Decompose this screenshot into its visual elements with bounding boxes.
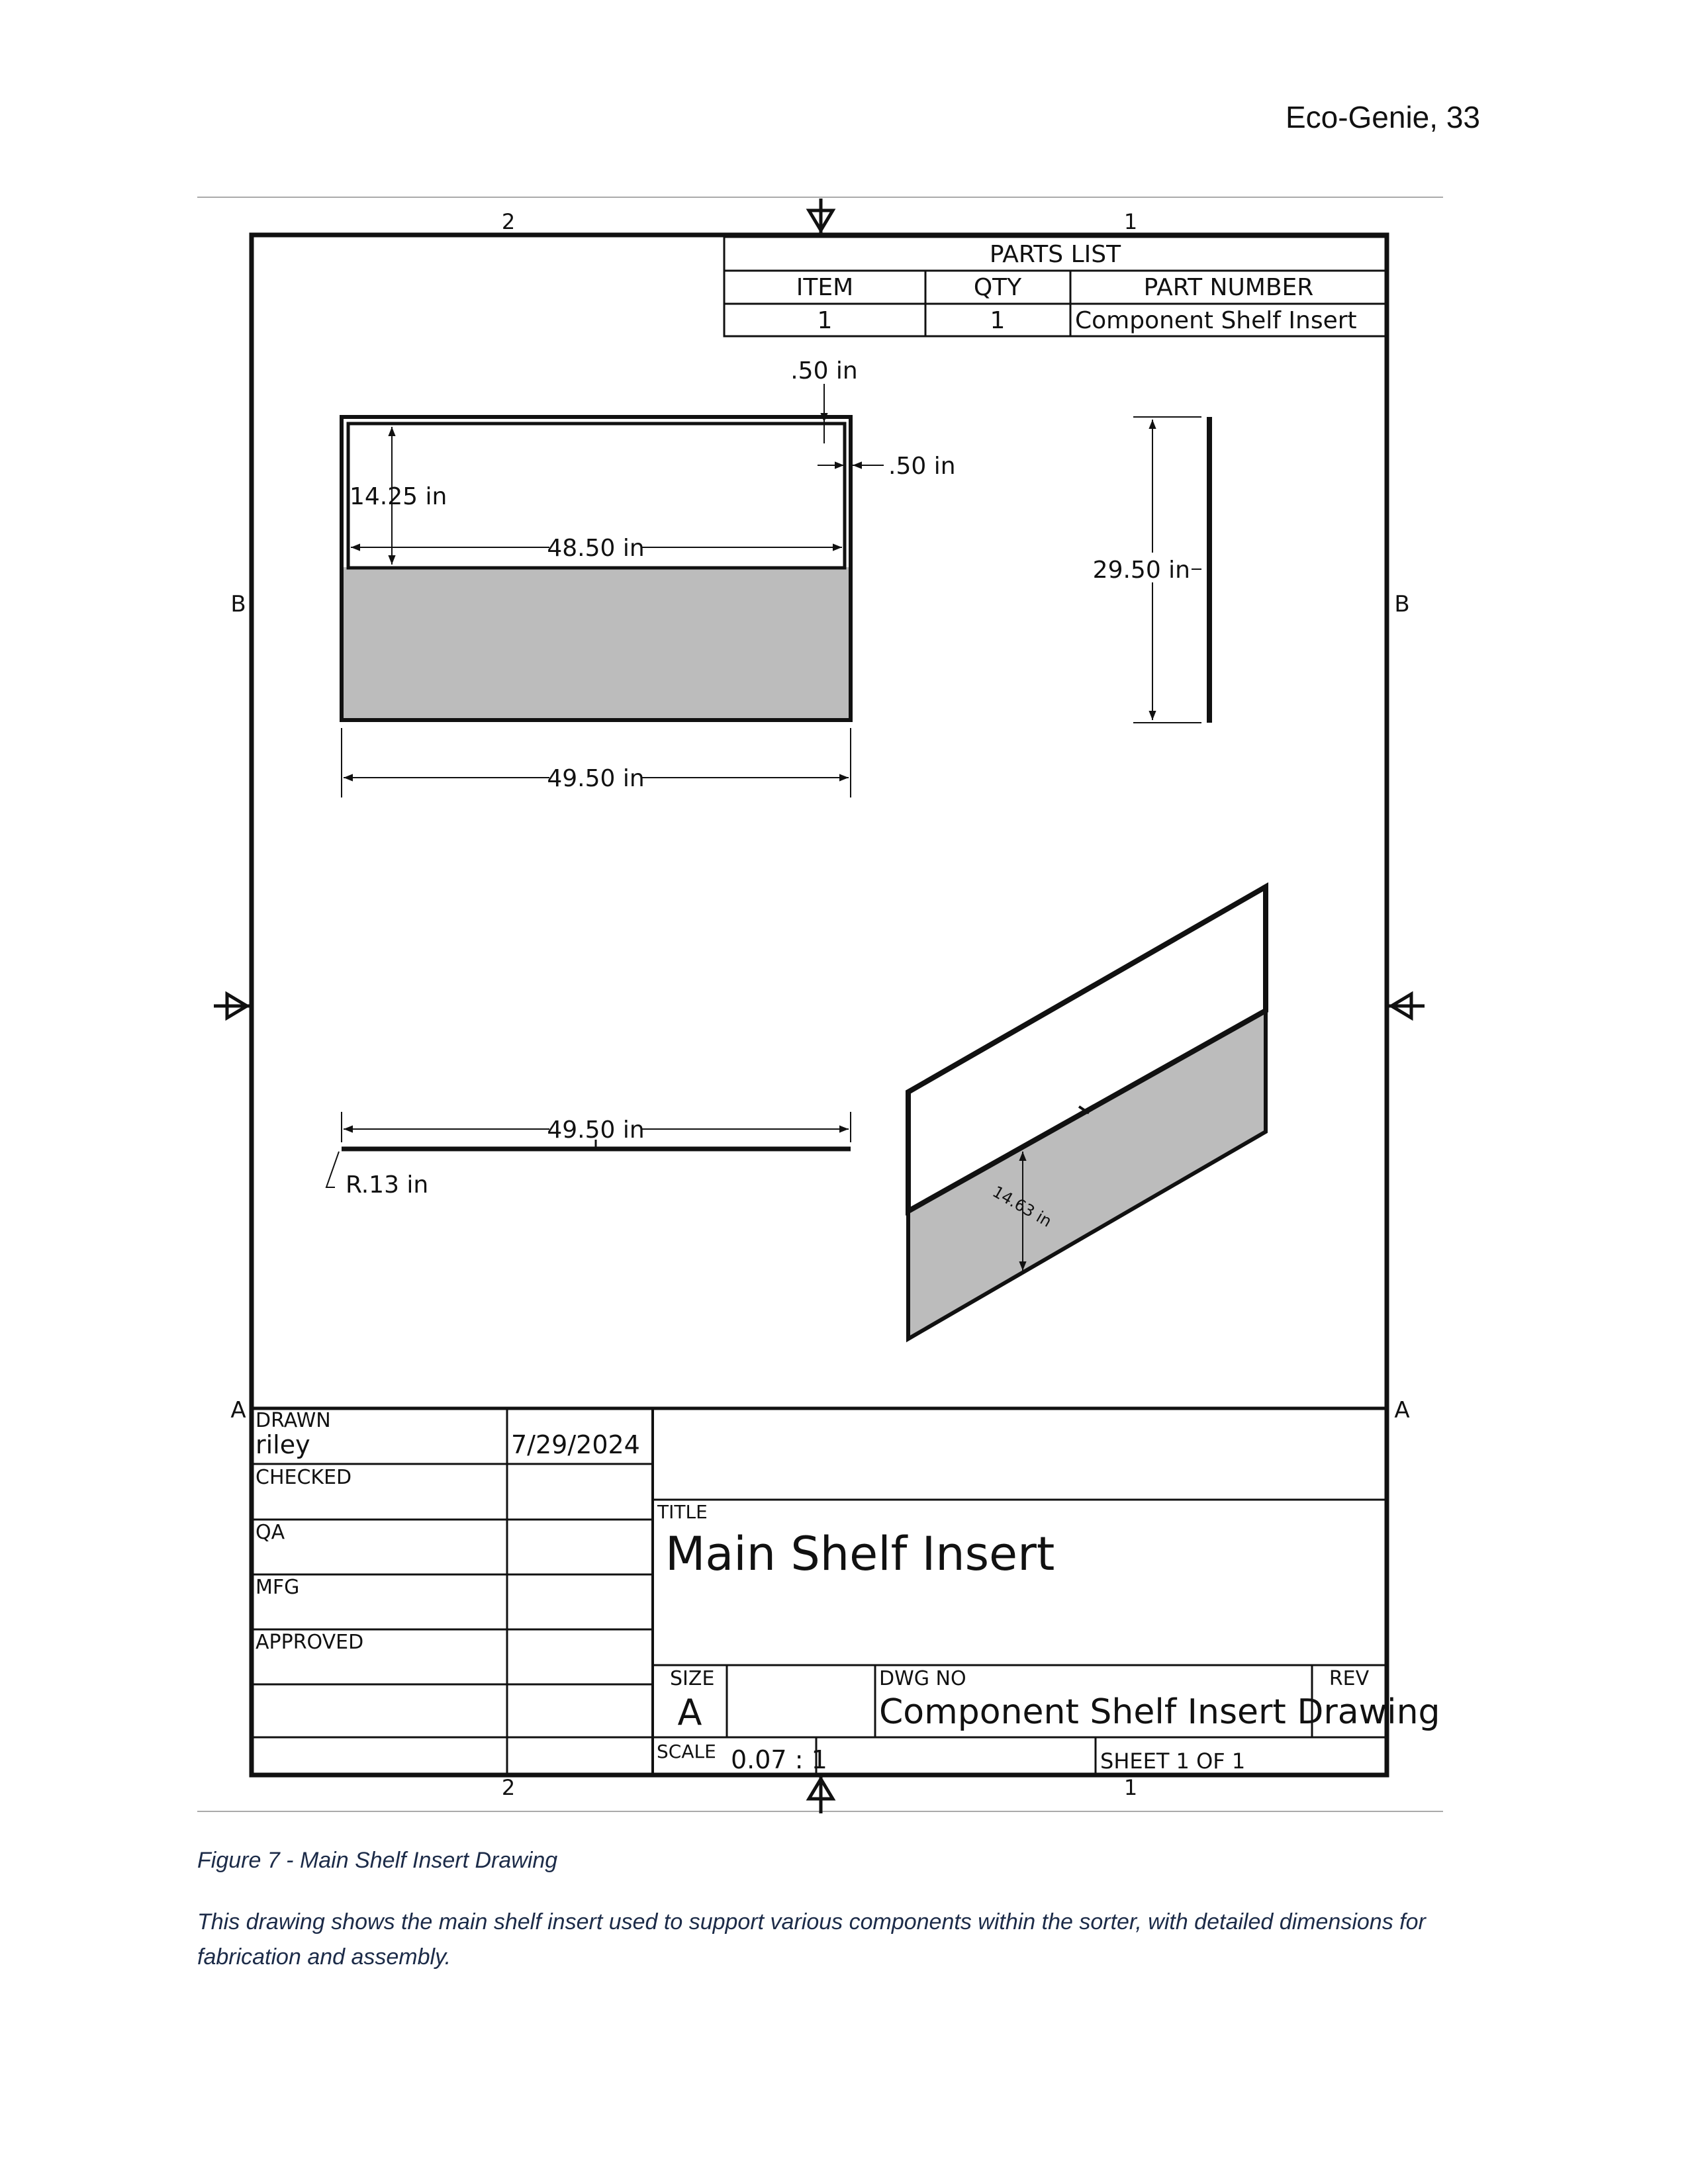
dwg-no-label: DWG NO: [879, 1667, 966, 1690]
size-label: SIZE: [670, 1667, 714, 1690]
zone-label-top-2: 2: [502, 209, 515, 234]
dim-radius: R.13 in: [346, 1171, 428, 1199]
bottom-view: 49.50 in R.13 in: [325, 1112, 851, 1199]
isometric-view: 14.63 in: [906, 882, 1268, 1343]
zone-label-bottom-1: 1: [1124, 1775, 1137, 1800]
rev-label: REV: [1329, 1667, 1370, 1690]
parts-list-header-part-number: PART NUMBER: [1144, 274, 1314, 301]
dim-overall-width: 49.50 in: [547, 765, 644, 792]
side-view: 29.50 in: [1093, 416, 1212, 723]
zone-label-left-a: A: [230, 1397, 246, 1424]
scale-label: SCALE: [657, 1741, 716, 1762]
center-mark-left: [214, 991, 250, 1021]
parts-list-cell-part-number: Component Shelf Insert: [1075, 307, 1357, 334]
parts-list-cell-item: 1: [818, 307, 833, 334]
dwg-no-value: Component Shelf Insert Drawing: [879, 1692, 1440, 1732]
drawn-label: DRAWN: [256, 1409, 331, 1432]
center-mark-bottom: [806, 1776, 836, 1813]
center-mark-right: [1388, 991, 1425, 1021]
engineering-drawing: 2 1 2 1 B B A A PARTS LIST ITEM QTY PART…: [197, 197, 1443, 1813]
sheet-text: SHEET 1 OF 1: [1100, 1749, 1245, 1774]
dim-top-thickness: .50 in: [790, 357, 858, 385]
mfg-label: MFG: [256, 1576, 299, 1599]
parts-list-header-item: ITEM: [796, 274, 853, 301]
qa-label: QA: [256, 1521, 285, 1544]
checked-label: CHECKED: [256, 1466, 352, 1489]
drawing-title: Main Shelf Insert: [665, 1527, 1055, 1581]
dim-bottom-width: 49.50 in: [547, 1116, 644, 1144]
scale-value: 0.07 : 1: [731, 1745, 827, 1774]
title-block: [252, 1406, 1387, 1775]
figure-description: This drawing shows the main shelf insert…: [197, 1909, 1426, 1970]
center-mark-top: [806, 199, 836, 234]
zone-label-right-b: B: [1394, 591, 1409, 617]
drawn-date: 7/29/2024: [511, 1430, 640, 1459]
parts-list-title: PARTS LIST: [990, 241, 1121, 268]
drawing-border: [249, 232, 1389, 1778]
dim-side-height: 29.50 in: [1093, 557, 1190, 584]
parts-list-header-qty: QTY: [974, 274, 1022, 301]
dim-inner-width: 48.50 in: [547, 535, 644, 562]
zone-label-bottom-2: 2: [502, 1775, 515, 1800]
zone-label-top-1: 1: [1124, 209, 1137, 234]
zone-label-left-b: B: [230, 591, 246, 617]
approved-label: APPROVED: [256, 1631, 363, 1654]
front-view: .50 in .50 in 14.25 in 48.50 in 49.50 in: [340, 357, 956, 797]
parts-list-cell-qty: 1: [990, 307, 1006, 334]
title-label: TITLE: [657, 1501, 708, 1523]
figure-caption: Figure 7 - Main Shelf Insert Drawing: [197, 1848, 558, 1873]
size-value: A: [678, 1692, 702, 1733]
dim-inner-height: 14.25 in: [350, 483, 447, 510]
parts-list: PARTS LIST ITEM QTY PART NUMBER 1 1 Comp…: [723, 236, 1387, 338]
page-header: Eco-Genie, 33: [1285, 100, 1480, 134]
dim-side-thickness: .50 in: [888, 453, 956, 480]
zone-label-right-a: A: [1394, 1397, 1409, 1424]
drawn-by: riley: [256, 1430, 310, 1459]
